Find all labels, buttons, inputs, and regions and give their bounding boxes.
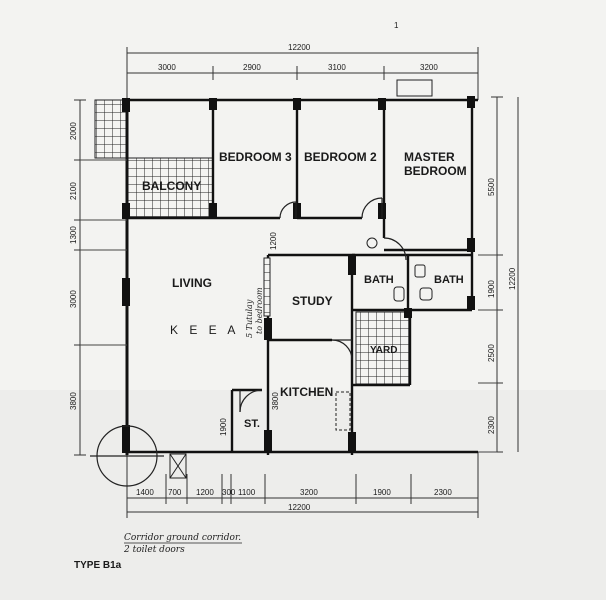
- room-label-master-2: BEDROOM: [404, 164, 467, 178]
- handwritten-note-line2: 2 toilet doors: [123, 545, 185, 555]
- dim-bottom-7: 1900: [373, 488, 391, 497]
- room-label-kitchen: KITCHEN: [280, 385, 333, 399]
- dim-right-4: 2300: [487, 416, 496, 434]
- dim-top-2: 2900: [243, 63, 261, 72]
- dim-top-1: 3000: [158, 63, 176, 72]
- door-swings: [90, 197, 407, 487]
- room-label-store: ST.: [244, 418, 260, 430]
- dim-bottom-total: 12200: [288, 503, 311, 512]
- dim-right-2: 1900: [487, 280, 496, 298]
- dim-right-1: 5500: [487, 178, 496, 196]
- dim-left-4: 3000: [69, 290, 78, 308]
- dimension-lines: [74, 47, 519, 518]
- room-label-bath-2: BATH: [434, 274, 464, 286]
- dim-bottom-3: 1200: [196, 488, 214, 497]
- dim-left-3: 1300: [69, 226, 78, 244]
- handwritten-note-line1: Corridor ground corridor.: [124, 533, 241, 543]
- dim-bottom-5: 1100: [238, 488, 256, 497]
- dim-bottom-6: 3200: [300, 488, 318, 497]
- room-label-bedroom3: BEDROOM 3: [219, 150, 292, 164]
- room-label-living: LIVING: [172, 276, 212, 290]
- dim-bottom-1: 1400: [136, 488, 154, 497]
- corner-mark: 1: [394, 21, 399, 30]
- dim-bottom-4: 300: [222, 488, 236, 497]
- handwritten-note-study-1: 5 Tutulay: [245, 299, 254, 338]
- dim-kitchen-3800: 3800: [271, 392, 280, 410]
- handwritten-note-study-2: to bedroom: [255, 287, 264, 334]
- fixtures: [169, 79, 433, 479]
- dim-right-total: 12200: [508, 267, 517, 290]
- room-label-study: STUDY: [292, 294, 333, 308]
- watermark: K E E A: [170, 323, 239, 337]
- dim-left-2: 2100: [69, 182, 78, 200]
- plan-title: TYPE B1a: [74, 560, 122, 571]
- dim-study-1200: 1200: [269, 232, 278, 250]
- dim-top-4: 3200: [420, 63, 438, 72]
- dim-left-1: 2000: [69, 122, 78, 140]
- room-label-bedroom2: BEDROOM 2: [304, 150, 377, 164]
- dim-top-total: 12200: [288, 43, 311, 52]
- room-label-bath-1: BATH: [364, 274, 394, 286]
- guide-lines: [80, 159, 497, 453]
- dim-bottom-2: 700: [168, 488, 182, 497]
- room-label-yard: YARD: [370, 345, 397, 356]
- dim-bottom-8: 2300: [434, 488, 452, 497]
- room-label-master-1: MASTER: [404, 150, 455, 164]
- paper-shade: [0, 390, 606, 600]
- dim-top-3: 3100: [328, 63, 346, 72]
- dim-store-1900: 1900: [219, 418, 228, 436]
- dim-right-3: 2500: [487, 344, 496, 362]
- room-label-balcony: BALCONY: [142, 179, 201, 193]
- columns: [122, 96, 475, 453]
- balcony-floor: [127, 157, 214, 219]
- top-left-planter: [94, 99, 127, 159]
- dim-left-5: 3800: [69, 392, 78, 410]
